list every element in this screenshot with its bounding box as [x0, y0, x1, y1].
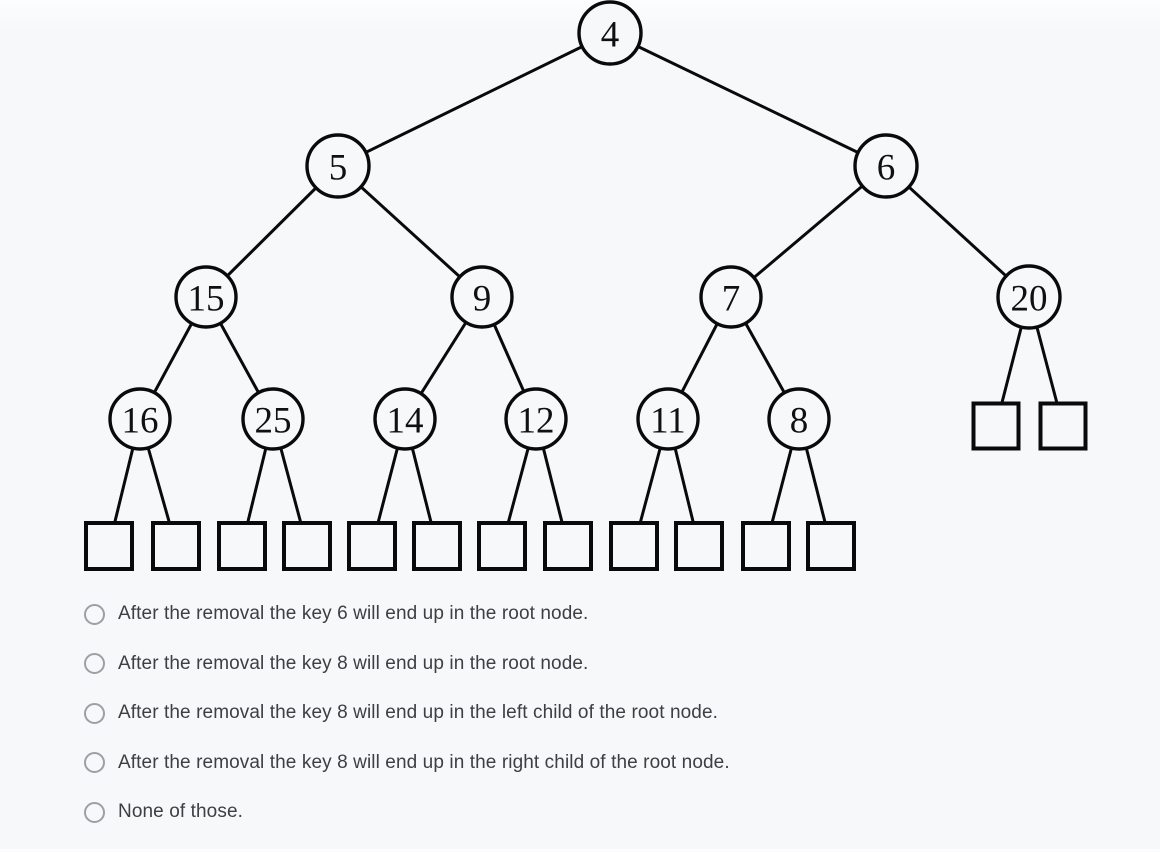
answer-option-label[interactable]: After the removal the key 8 will end up … [118, 751, 730, 773]
tree-node-circle-6 [853, 133, 919, 199]
empty-leaf-box [674, 521, 724, 571]
tree-node-value: 11 [650, 401, 686, 442]
radio-button[interactable] [84, 801, 105, 823]
tree-node-value: 16 [122, 401, 159, 442]
empty-leaf-box [347, 521, 397, 571]
tree-node-value: 25 [255, 401, 292, 442]
tree-edge [730, 164, 887, 299]
answer-option-5[interactable]: None of those. [84, 801, 730, 823]
tree-node-value: 6 [877, 148, 896, 189]
empty-leaf-box [1038, 401, 1088, 451]
radio-button[interactable] [84, 752, 105, 773]
tree-node-circle-14 [373, 387, 437, 451]
tree-node-value: 12 [518, 401, 555, 442]
empty-leaf-box [217, 521, 267, 571]
tree-node-value: 5 [329, 148, 348, 189]
tree-node-circle-7 [699, 265, 763, 329]
tree-node-circle-16 [108, 387, 172, 451]
tree-node-value: 9 [473, 279, 492, 320]
empty-leaf-box [741, 521, 791, 571]
answer-option-label[interactable]: After the removal the key 6 will end up … [118, 603, 589, 624]
tree-node-circle-4 [577, 0, 643, 66]
tree-node-circle-11 [636, 387, 700, 451]
empty-leaf-box [412, 521, 462, 571]
tree-node-circle-20 [996, 264, 1062, 330]
tree-node-circle-5 [305, 133, 371, 199]
tree-edge [337, 31, 611, 168]
empty-leaf-box [151, 521, 201, 571]
tree-node-value: 7 [722, 279, 741, 320]
empty-leaf-box [543, 521, 593, 571]
radio-button[interactable] [84, 702, 105, 724]
empty-leaf-box [971, 401, 1021, 451]
answer-option-3[interactable]: After the removal the key 8 will end up … [84, 702, 730, 724]
empty-leaf-box [84, 521, 134, 571]
empty-leaf-box [806, 521, 856, 571]
empty-leaf-box [282, 521, 332, 571]
answer-options: After the removal the key 6 will end up … [84, 603, 730, 852]
empty-leaf-box [477, 521, 527, 571]
radio-button[interactable] [84, 603, 105, 625]
answer-option-2[interactable]: After the removal the key 8 will end up … [84, 652, 730, 674]
tree-node-circle-8 [767, 387, 831, 451]
radio-button[interactable] [84, 653, 105, 674]
empty-leaf-box [609, 521, 659, 571]
answer-option-4[interactable]: After the removal the key 8 will end up … [84, 751, 730, 773]
tree-node-circle-9 [450, 265, 514, 329]
answer-option-label[interactable]: After the removal the key 8 will end up … [118, 702, 719, 723]
tree-edge [609, 31, 887, 168]
answer-option-label[interactable]: After the removal the key 8 will end up … [118, 652, 589, 674]
tree-node-value: 15 [188, 279, 225, 320]
tree-node-value: 20 [1011, 279, 1048, 320]
heap-tree-diagram: 4 5 6 15 9 7 20 16 25 14 12 11 8 [84, 0, 1088, 571]
tree-node-circle-25 [241, 387, 305, 451]
tree-node-value: 14 [387, 401, 424, 442]
tree-node-circle-12 [504, 387, 568, 451]
tree-node-value: 8 [790, 401, 809, 442]
tree-node-value: 4 [601, 15, 620, 56]
answer-option-label[interactable]: None of those. [118, 801, 243, 822]
answer-option-1[interactable]: After the removal the key 6 will end up … [84, 603, 730, 625]
tree-node-circle-15 [174, 265, 238, 329]
